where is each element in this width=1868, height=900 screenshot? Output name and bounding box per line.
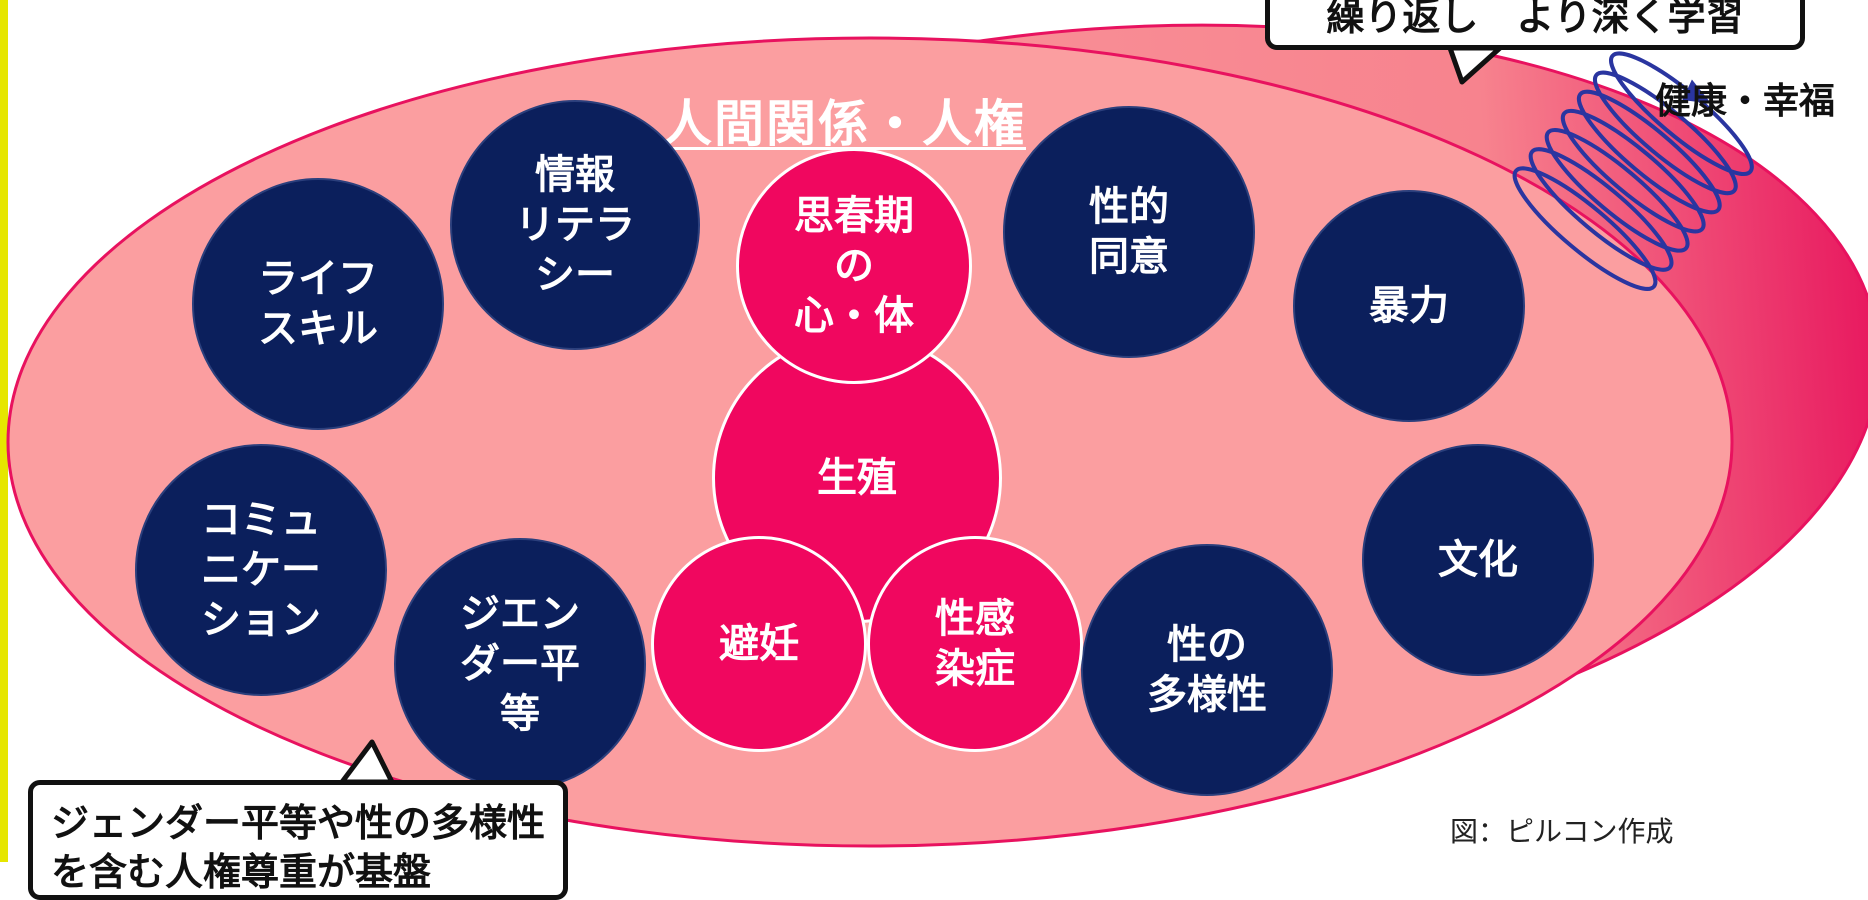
figure-credit: 図：ピルコン作成 [1450, 815, 1674, 848]
topic-communication: コミュ ニケー ション [135, 444, 387, 696]
topic-gender-equality: ジエン ダー平 等 [394, 538, 646, 790]
topic-info-literacy: 情報 リテラ シー [450, 100, 700, 350]
topic-sexual-diversity: 性の 多様性 [1081, 544, 1333, 796]
topic-violence: 暴力 [1293, 190, 1525, 422]
left-accent-bar [0, 0, 8, 862]
callout-top-text: 繰り返し より深く学習 [1326, 0, 1744, 39]
topic-culture: 文化 [1362, 444, 1594, 676]
topic-contraception: 避妊 [651, 536, 867, 752]
topic-sexual-consent: 性的 同意 [1003, 106, 1255, 358]
topic-puberty: 思春期 の 心・体 [736, 148, 972, 384]
spiral-arrow-icon [1512, 51, 1754, 291]
topic-sti: 性感 染症 [867, 536, 1083, 752]
ellipse-title: 人間関係・人権 [662, 95, 1026, 153]
callout-human-rights-foundation: ジェンダー平等や性の多様性を含む人権尊重が基盤 [28, 780, 568, 900]
health-happiness-label: 健康・幸福 [1655, 81, 1836, 122]
topic-life-skills: ライフ スキル [192, 178, 444, 430]
callout-spiral-learning: 繰り返し より深く学習 [1265, 0, 1805, 50]
callout-bottom-text: ジェンダー平等や性の多様性を含む人権尊重が基盤 [51, 801, 546, 895]
